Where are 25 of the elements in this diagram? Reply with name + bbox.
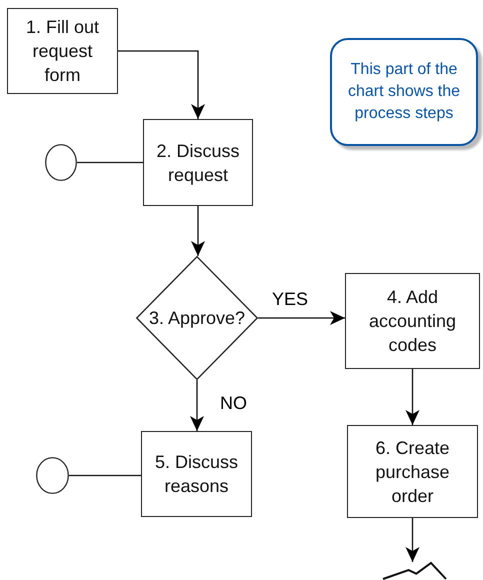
step-label: 3. Approve? <box>148 307 246 330</box>
arrow <box>406 518 420 562</box>
step-label: 4. Add accounting codes <box>368 286 458 357</box>
note-box <box>330 38 478 146</box>
arrow <box>191 206 205 256</box>
step-label: 6. Create purchase order <box>374 436 451 508</box>
step-label: 2. Discuss request <box>156 140 240 186</box>
process-box <box>143 119 253 206</box>
connector-circle <box>36 457 69 494</box>
step-label: 5. Discuss reasons <box>154 451 239 498</box>
arrow <box>118 50 205 119</box>
connector-circle <box>45 144 77 181</box>
process-box <box>141 431 252 517</box>
decision-diamond <box>136 256 258 380</box>
torn-edge <box>383 562 447 580</box>
arrow <box>258 311 345 325</box>
arrow <box>190 380 204 431</box>
arrow <box>406 369 420 425</box>
connector-line <box>77 162 143 164</box>
process-box <box>345 273 480 369</box>
process-box <box>347 425 478 518</box>
step-label: This part of the chart shows the process steps <box>346 60 462 124</box>
step-label: 1. Fill out request form <box>24 16 100 87</box>
process-box <box>7 8 118 94</box>
connector-line <box>69 474 141 476</box>
